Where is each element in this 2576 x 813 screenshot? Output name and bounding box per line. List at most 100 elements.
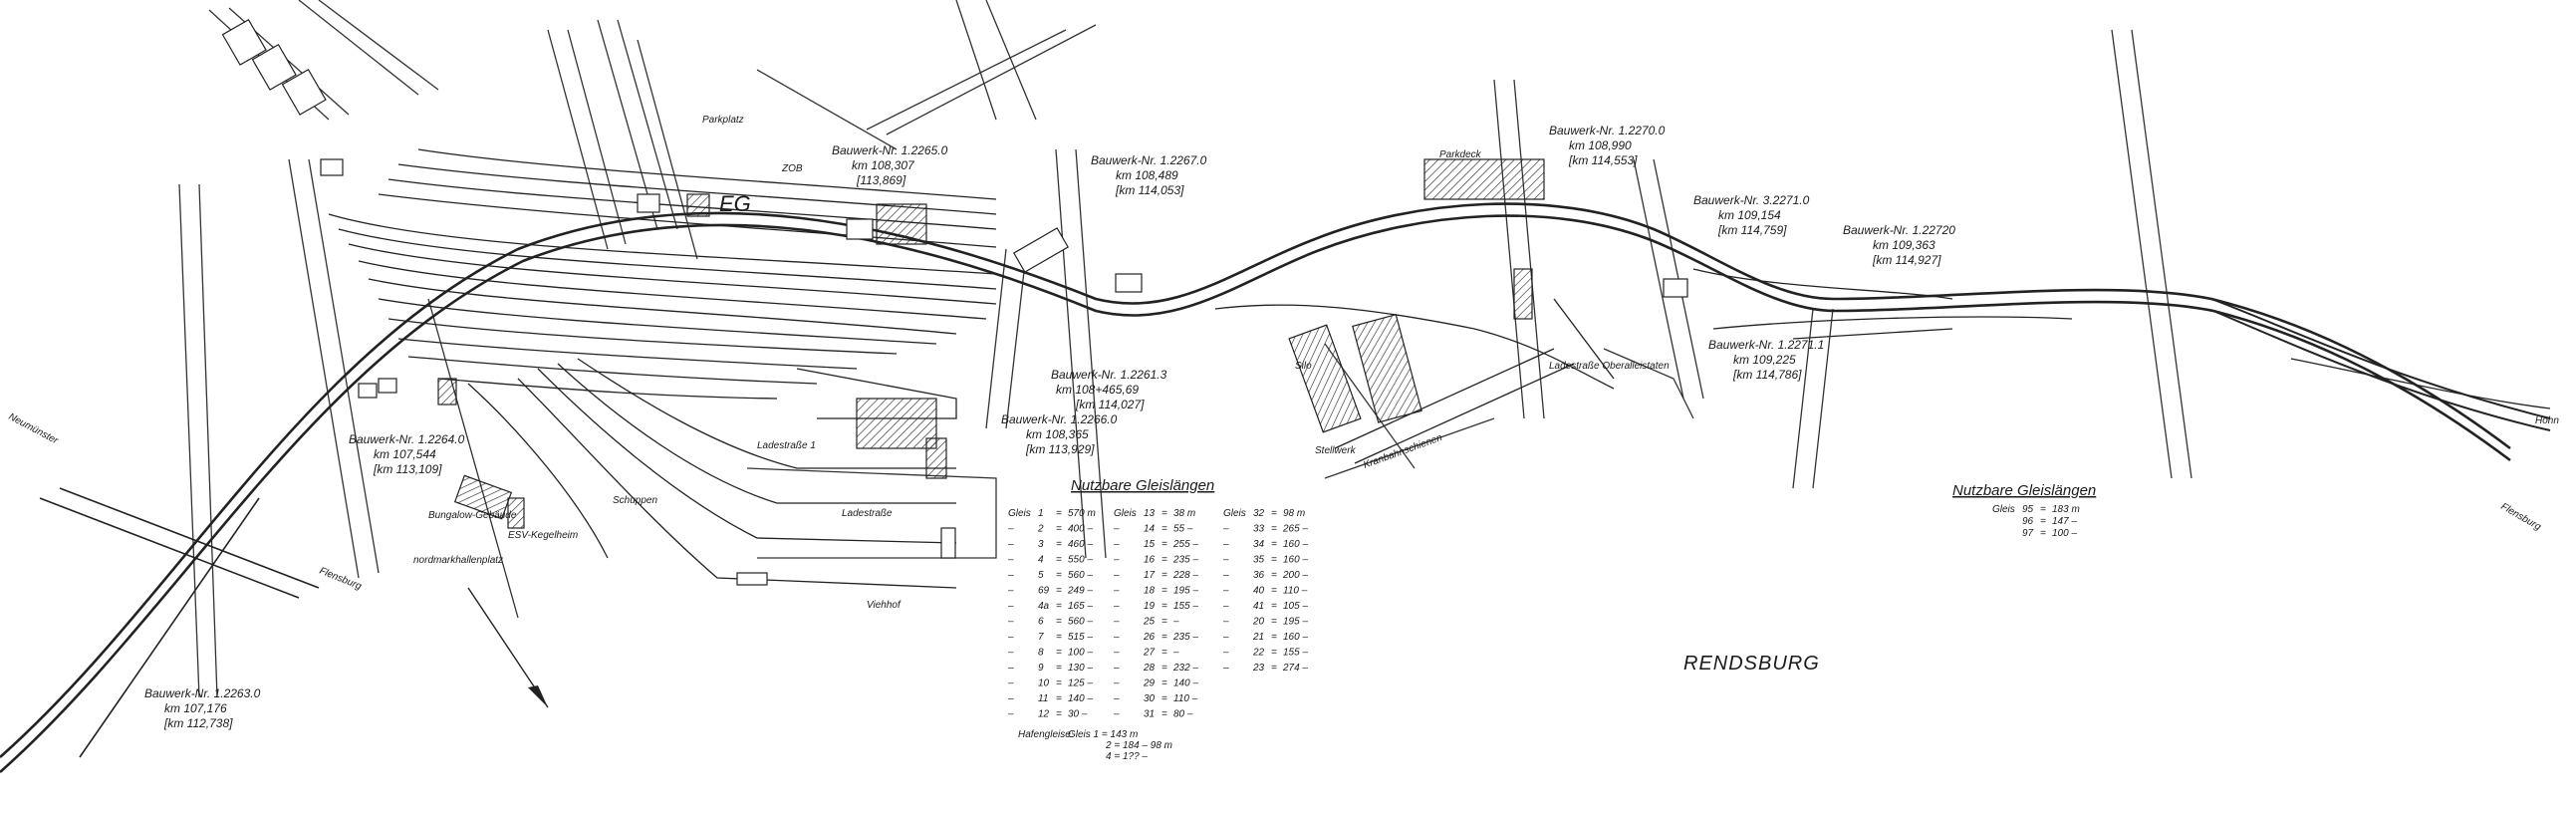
table-left-cell: = (1271, 648, 1277, 659)
place-viehhof: Viehhof (867, 600, 902, 611)
structure-label: Bauwerk-Nr. 1.2263.0 (144, 686, 261, 700)
table-left-cell: 5 (1038, 570, 1044, 581)
structure-label: Bauwerk-Nr. 1.2265.0 (832, 143, 948, 157)
table-left-cell: 9 (1038, 663, 1044, 674)
table-left-cell: = (1161, 663, 1167, 674)
structure-km: km 108+465,69 (1056, 383, 1139, 397)
table-left-cell: 550 – (1068, 555, 1093, 566)
table-left-cell: 570 m (1068, 508, 1096, 519)
structure-km: km 109,154 (1718, 208, 1781, 222)
table-left-cell: – (1113, 648, 1120, 659)
structure-label: Bauwerk-Nr. 1.2266.0 (1001, 412, 1118, 426)
table-left-cell: = (1056, 663, 1062, 674)
table-left-cell: – (1222, 601, 1229, 612)
table-left-cell: = (1161, 508, 1167, 519)
table-left-cell: 140 – (1173, 678, 1198, 689)
table-left-cell: 23 (1252, 663, 1265, 674)
table-left-cell: = (1056, 601, 1062, 612)
table-left-cell: – (1007, 601, 1014, 612)
structure-label: Bauwerk-Nr. 1.2267.0 (1091, 153, 1207, 167)
table-left-cell: 400 – (1068, 524, 1093, 535)
table-left-cell: Gleis (1114, 508, 1137, 519)
table-left-cell: 30 (1144, 693, 1156, 704)
table-left-cell: = (1271, 663, 1277, 674)
table-left-cell: = (1271, 524, 1277, 535)
structure-km: km 108,307 (852, 158, 915, 172)
table-left-cell: – (1222, 617, 1229, 628)
table-left-cell: 26 (1143, 632, 1156, 643)
structure-km: km 108,489 (1116, 168, 1178, 182)
table-left-cell: 165 – (1068, 601, 1093, 612)
place-bungalow: Bungalow-Gebäude (428, 510, 517, 521)
table-title: Nutzbare Gleislängen (1071, 477, 1214, 494)
table-left-cell: – (1007, 678, 1014, 689)
table-left-cell: 515 – (1068, 632, 1093, 643)
table-left-cell: – (1113, 586, 1120, 597)
table-left-cell: 8 (1038, 648, 1044, 659)
table-left-cell: 105 – (1283, 601, 1308, 612)
table-left-cell: 38 m (1173, 508, 1195, 519)
table-left-cell: 160 – (1283, 555, 1308, 566)
table-left-cell: = (1056, 570, 1062, 581)
buildings (221, 18, 1688, 586)
table-left-cell: Gleis (1008, 508, 1031, 519)
table-left-cell: – (1007, 524, 1014, 535)
table-left-cell: = (1161, 539, 1167, 550)
table-right-cell: Gleis (1992, 504, 2015, 515)
table-left-cell: = (1271, 601, 1277, 612)
table-left-cell: – (1007, 709, 1014, 720)
table-title: Nutzbare Gleislängen (1952, 482, 2096, 499)
table-left-cell: 25 (1143, 617, 1156, 628)
structure-label: Bauwerk-Nr. 3.2271.0 (1693, 193, 1810, 207)
structure-label: Bauwerk-Nr. 1.22720 (1843, 223, 1955, 237)
table-left-cell: 32 (1253, 508, 1265, 519)
table-left-cell: 6 (1038, 617, 1044, 628)
place-nordmarkhalle: nordmarkhallenplatz (413, 555, 503, 566)
structure-km-alt: [km 112,738] (163, 716, 233, 730)
structure-km: km 109,225 (1733, 353, 1796, 367)
table-footnote-label: Hafengleise: (1018, 729, 1074, 740)
table-left-cell: 15 (1144, 539, 1156, 550)
table-left-cell: 18 (1144, 586, 1156, 597)
table-right-cell: = (2040, 528, 2046, 539)
table-left-cell: 16 (1144, 555, 1156, 566)
table-left-cell: – (1007, 539, 1014, 550)
table-left-cell: = (1161, 555, 1167, 566)
table-footnote-line: 2 = 184 – 98 m (1105, 740, 1172, 751)
table-right-cell: 147 – (2052, 516, 2077, 527)
place-zob: ZOB (781, 163, 803, 174)
table-left-cell: = (1056, 555, 1062, 566)
table-left-cell: 14 (1144, 524, 1156, 535)
table-left-cell: 20 (1252, 617, 1265, 628)
table-left-cell: – (1172, 617, 1179, 628)
place-parkdeck: Parkdeck (1439, 149, 1482, 160)
structure-km: km 107,544 (374, 447, 436, 461)
place-kranbahn: Kranbahnschienen (1362, 432, 1444, 471)
place-ladestrasse-1: Ladestraße 1 (757, 440, 816, 451)
structure-km-alt: [113,869] (856, 173, 906, 187)
track-length-table-left: Nutzbare Gleislängen Gleis 1 = 570 m – 2 = 400 … (1007, 477, 1308, 762)
table-left-cell: 22 (1252, 648, 1265, 659)
table-left-cell: = (1056, 508, 1062, 519)
table-left-cell: 29 (1143, 678, 1156, 689)
structure-km-alt: [km 114,786] (1732, 368, 1802, 382)
table-left-cell: = (1056, 539, 1062, 550)
table-left-cell: – (1222, 663, 1229, 674)
north-arrow (467, 587, 549, 708)
place-ladestrasse-3: Ladestraße Oberalleistaten (1549, 361, 1670, 372)
table-left-cell: 1 (1038, 508, 1044, 519)
table-left-cell: = (1161, 601, 1167, 612)
table-left-cell: 100 – (1068, 648, 1093, 659)
table-left-cell: 27 (1143, 648, 1156, 659)
table-left-cell: – (1222, 648, 1229, 659)
table-left-cell: 69 (1038, 586, 1050, 597)
table-left-cell: 55 – (1173, 524, 1193, 535)
place-parkplatz: Parkplatz (702, 115, 744, 126)
structure-label: Bauwerk-Nr. 1.2271.1 (1708, 338, 1824, 352)
table-left-cell: – (1222, 539, 1229, 550)
table-left-cell: 200 – (1282, 570, 1308, 581)
table-left-cell: 2 (1037, 524, 1044, 535)
structure-km: km 108,990 (1569, 138, 1632, 152)
